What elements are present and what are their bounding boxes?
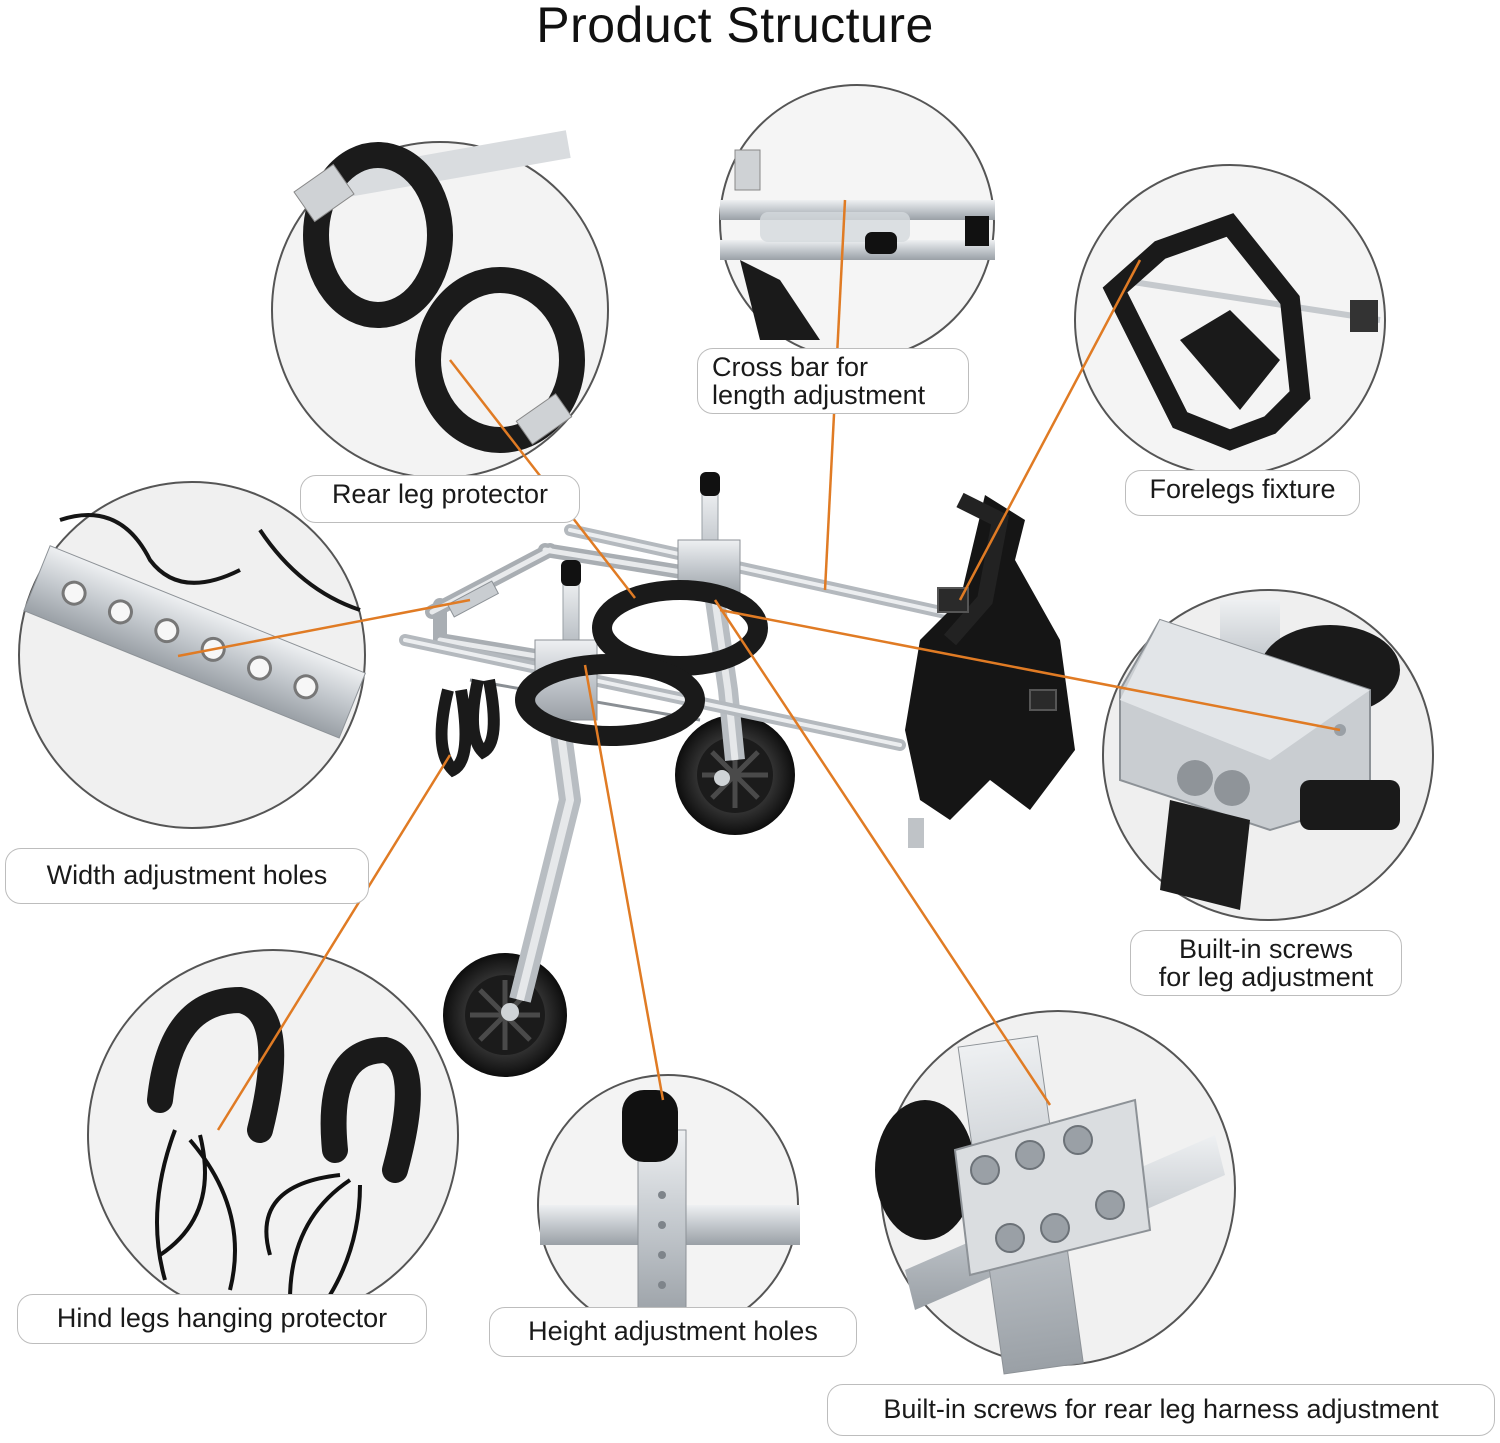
- detail-cross-bar: [719, 84, 995, 360]
- callout-cross-bar-text: Cross bar for length adjustment: [712, 352, 926, 410]
- callout-cross-bar: Cross bar for length adjustment: [697, 348, 969, 414]
- leader-lines: [177, 199, 1341, 1131]
- callout-forelegs-fixture: Forelegs fixture: [1125, 470, 1360, 516]
- callout-leg-screws: Built-in screws for leg adjustment: [1130, 930, 1402, 996]
- rear-wheel: [443, 953, 567, 1077]
- detail-hind-hanging: [87, 949, 459, 1321]
- callout-width-holes: Width adjustment holes: [5, 848, 369, 904]
- front-wheel: [675, 715, 795, 835]
- callout-hind-hanging: Hind legs hanging protector: [17, 1294, 427, 1344]
- detail-forelegs-fixture: [1074, 164, 1386, 476]
- callout-harness-screws: Built-in screws for rear leg harness adj…: [827, 1384, 1495, 1436]
- detail-leg-screws: [1102, 589, 1434, 921]
- callout-rear-leg-protector: Rear leg protector: [300, 475, 580, 523]
- detail-rear-leg-protector: [271, 130, 609, 479]
- front-harness: [905, 492, 1075, 848]
- callout-height-holes: Height adjustment holes: [489, 1307, 857, 1357]
- detail-width-holes: [18, 481, 367, 829]
- detail-height-holes: [537, 1074, 800, 1336]
- callout-leg-screws-text: Built-in screws for leg adjustment: [1158, 934, 1374, 992]
- wheelchair-product: [399, 472, 1075, 1077]
- page-title: Product Structure: [536, 0, 934, 53]
- detail-harness-screws: [875, 1010, 1236, 1375]
